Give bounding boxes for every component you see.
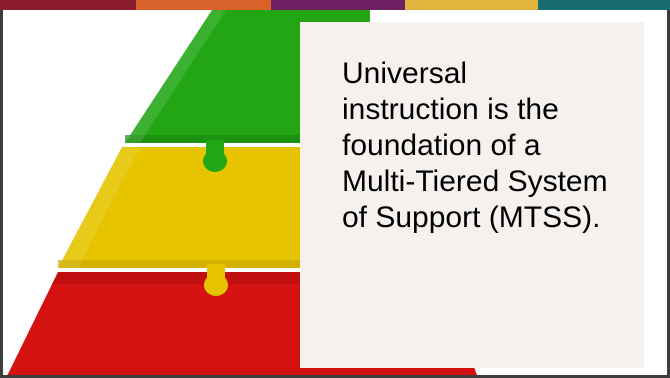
top-bar-segment-1 [0, 0, 136, 10]
pyramid-knob-middle [204, 274, 228, 296]
top-bar-segment-4 [405, 0, 538, 10]
frame-left [0, 10, 3, 378]
frame-bottom [0, 375, 670, 378]
main-text: Universal instruction is the foundation … [342, 57, 608, 234]
top-bar-segment-3 [271, 0, 405, 10]
pyramid-knob-top [203, 150, 227, 172]
top-bar-segment-2 [136, 0, 271, 10]
frame-right [667, 10, 670, 378]
top-bar-segment-5 [538, 0, 670, 10]
top-color-bar [0, 0, 670, 10]
text-box: Universal instruction is the foundation … [300, 22, 644, 368]
